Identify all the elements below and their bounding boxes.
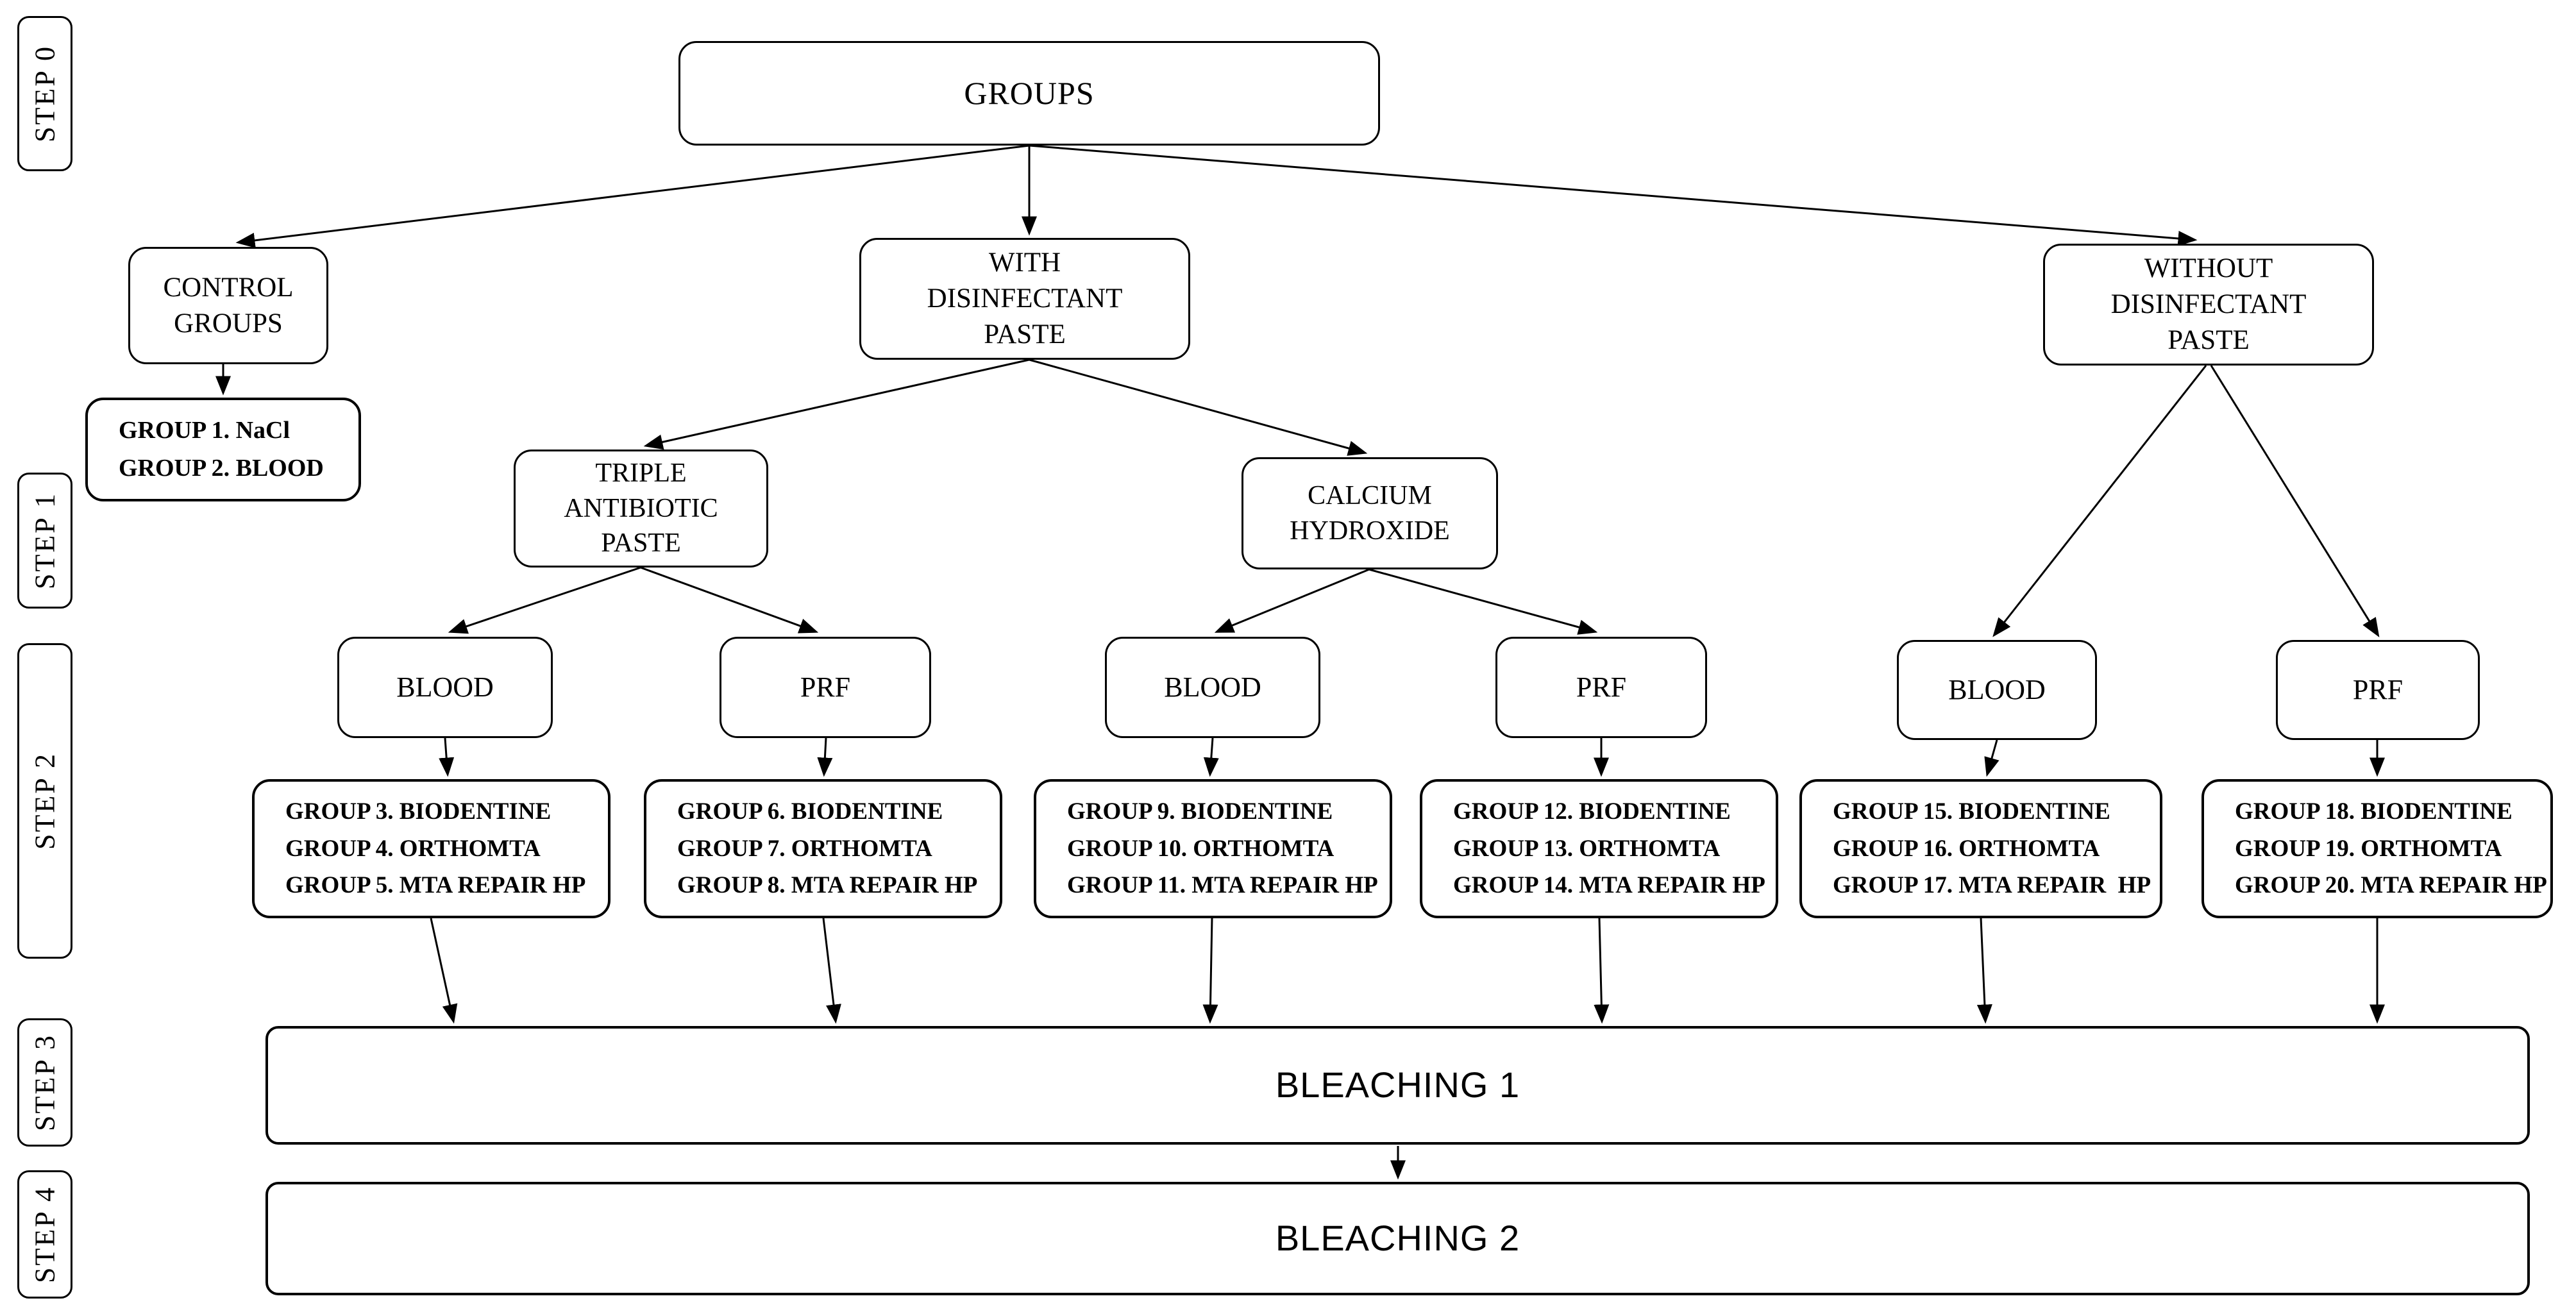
node-group-list-6-8: GROUP 6. BIODENTINE GROUP 7. ORTHOMTA GR… <box>644 779 1002 918</box>
node-group-list-12-14: GROUP 12. BIODENTINE GROUP 13. ORTHOMTA … <box>1420 779 1778 918</box>
node-groups-root: GROUPS <box>678 41 1380 146</box>
node-prf-3: PRF <box>2276 640 2480 740</box>
node-triple-antibiotic-paste: TRIPLE ANTIBIOTIC PASTE <box>514 450 768 568</box>
node-control-groups: CONTROL GROUPS <box>128 247 328 364</box>
node-without-disinfectant-paste: WITHOUT DISINFECTANT PASTE <box>2043 244 2374 366</box>
node-group-list-18-20: GROUP 18. BIODENTINE GROUP 19. ORTHOMTA … <box>2201 779 2553 918</box>
node-blood-1: BLOOD <box>337 637 553 738</box>
node-prf-1: PRF <box>720 637 931 738</box>
step-label-1: STEP 1 <box>17 473 72 609</box>
step-label-4: STEP 4 <box>17 1170 72 1299</box>
node-blood-3: BLOOD <box>1897 640 2097 740</box>
step-label-0: STEP 0 <box>17 16 72 171</box>
node-prf-2: PRF <box>1495 637 1707 738</box>
step-label-2: STEP 2 <box>17 643 72 959</box>
node-group-list-3-5: GROUP 3. BIODENTINE GROUP 4. ORTHOMTA GR… <box>252 779 610 918</box>
node-bleaching-2: BLEACHING 2 <box>265 1182 2530 1295</box>
node-blood-2: BLOOD <box>1105 637 1320 738</box>
node-control-group-list: GROUP 1. NaCl GROUP 2. BLOOD <box>85 398 361 501</box>
step-label-3: STEP 3 <box>17 1018 72 1147</box>
node-bleaching-1: BLEACHING 1 <box>265 1026 2530 1145</box>
node-calcium-hydroxide: CALCIUM HYDROXIDE <box>1242 457 1498 569</box>
node-group-list-9-11: GROUP 9. BIODENTINE GROUP 10. ORTHOMTA G… <box>1034 779 1392 918</box>
node-group-list-15-17: GROUP 15. BIODENTINE GROUP 16. ORTHOMTA … <box>1799 779 2162 918</box>
node-with-disinfectant-paste: WITH DISINFECTANT PASTE <box>859 238 1190 360</box>
arrow-group <box>215 144 2385 1180</box>
